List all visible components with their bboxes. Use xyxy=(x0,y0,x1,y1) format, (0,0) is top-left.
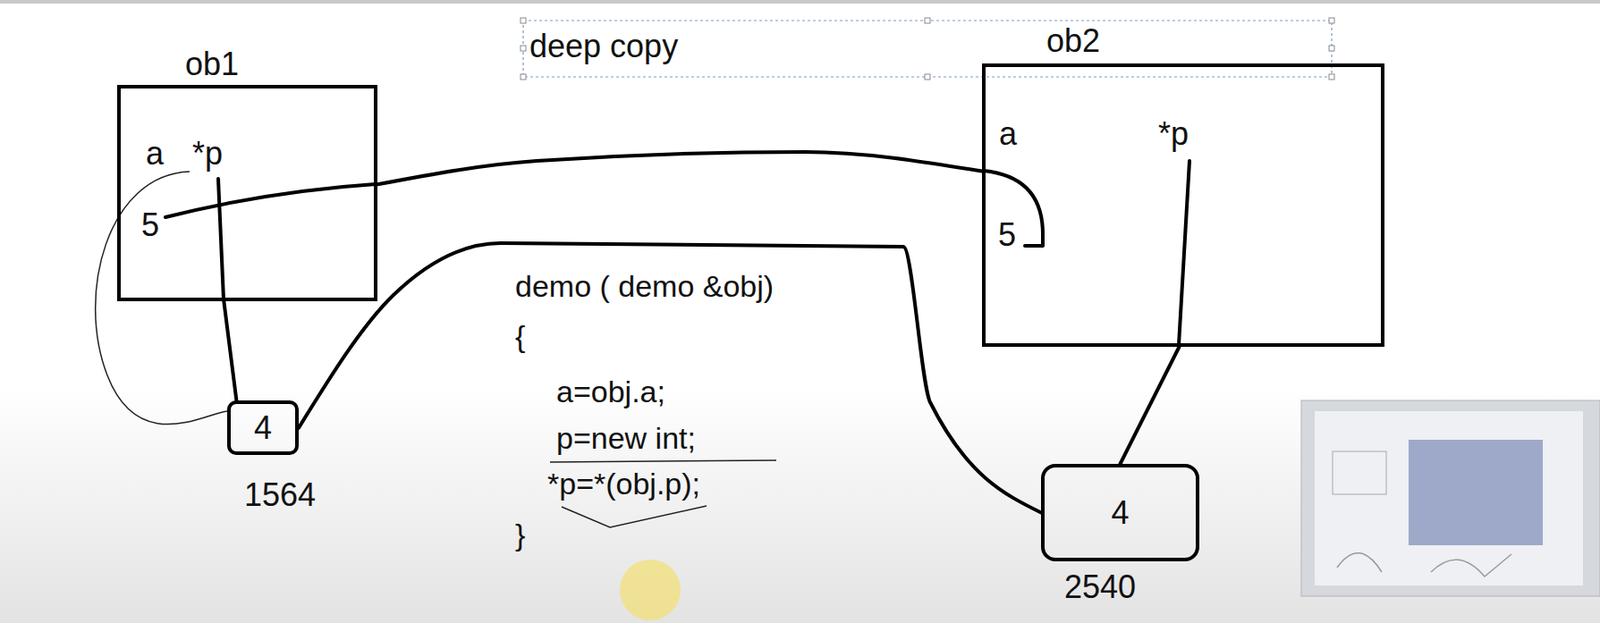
code-line: p=new int; xyxy=(556,420,696,458)
pointer-stroke xyxy=(218,178,224,300)
selection-frame xyxy=(523,20,1332,77)
member-name: a xyxy=(145,134,164,173)
video-thumbnail xyxy=(1301,400,1600,597)
copy-stroke xyxy=(165,184,376,218)
member-name: *p xyxy=(1158,114,1189,153)
code-line: *p=*(obj.p); xyxy=(547,465,701,503)
member-name: *p xyxy=(192,134,223,173)
memory-cell: 41564 xyxy=(227,400,299,456)
slide-title: deep copy xyxy=(529,26,678,66)
code-line: { xyxy=(515,318,525,356)
member-value: 5 xyxy=(998,215,1016,254)
memory-cell: 42540 xyxy=(1041,464,1200,562)
address-label: 1564 xyxy=(244,475,316,515)
code-line: } xyxy=(515,516,525,554)
object-box: ob2a*p5 xyxy=(982,63,1385,348)
thumbnail-scribble xyxy=(1337,553,1512,577)
object-name: ob1 xyxy=(185,44,239,84)
handle xyxy=(924,17,931,24)
pointer-stroke xyxy=(1178,160,1190,346)
member-value: 5 xyxy=(141,205,160,245)
object-box: ob1a*p5 xyxy=(117,84,378,302)
connector xyxy=(223,301,237,401)
window-edge xyxy=(0,0,1600,4)
annotation-bracket xyxy=(561,506,707,528)
connector xyxy=(298,243,1042,514)
selection-handles xyxy=(520,17,1335,80)
cell-value: 4 xyxy=(1110,493,1129,533)
object-name: ob2 xyxy=(1046,21,1101,60)
handle xyxy=(520,17,526,24)
connector xyxy=(377,152,983,185)
handle xyxy=(520,45,526,51)
handle xyxy=(1329,45,1335,51)
member-name: a xyxy=(998,114,1017,153)
cursor-highlight xyxy=(619,559,681,621)
handle xyxy=(1329,74,1335,80)
thumbnail-box xyxy=(1332,451,1387,495)
thumbnail-panel xyxy=(1408,440,1543,546)
cell-value: 4 xyxy=(253,408,272,448)
thumbnail-slide xyxy=(1314,411,1584,586)
handle xyxy=(924,74,931,80)
handle xyxy=(520,74,526,80)
handle xyxy=(1329,17,1335,24)
code-line: demo ( demo &obj) xyxy=(515,268,774,305)
thumbnail-frame xyxy=(1301,400,1600,597)
annotation-line xyxy=(550,460,777,463)
code-line: a=obj.a; xyxy=(556,373,666,411)
address-label: 2540 xyxy=(1064,567,1136,607)
connector xyxy=(1120,347,1180,465)
